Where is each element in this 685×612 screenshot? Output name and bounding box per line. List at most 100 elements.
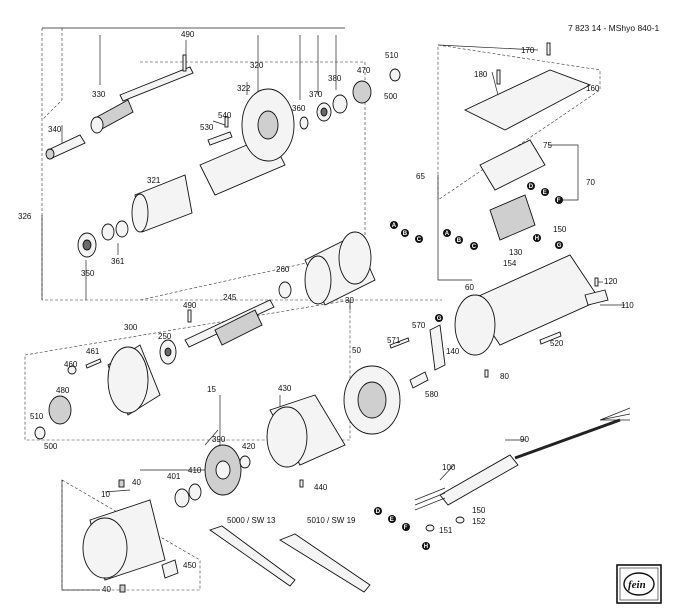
part-label: 80 xyxy=(500,372,509,381)
part-label: 90 xyxy=(520,435,529,444)
marker-D: D xyxy=(374,507,382,515)
marker-G: G xyxy=(555,241,563,249)
switch-75 xyxy=(479,139,546,191)
svg-text:C: C xyxy=(417,237,422,243)
part-number-labels: 490 330 320 322 360 370 380 470 510 500 … xyxy=(18,30,634,594)
marker-H: H xyxy=(422,542,430,550)
part-label: 330 xyxy=(92,90,106,99)
part-label: 500 xyxy=(44,442,58,451)
svg-text:A: A xyxy=(392,223,397,229)
marker-E: E xyxy=(388,515,396,523)
part-label: 30 xyxy=(345,296,354,305)
handle-assembly xyxy=(389,42,609,389)
fein-logo: fein xyxy=(616,564,662,604)
leader-lines xyxy=(41,27,625,591)
wrench-sw19 xyxy=(279,533,371,593)
part-label: 380 xyxy=(328,74,342,83)
part-label: 152 xyxy=(472,517,486,526)
svg-text:F: F xyxy=(404,525,408,531)
motor-assembly xyxy=(34,231,376,440)
part-label: 154 xyxy=(503,259,517,268)
part-label: 130 xyxy=(509,248,523,257)
svg-text:F: F xyxy=(557,198,561,204)
svg-text:G: G xyxy=(557,243,562,249)
switch-block-70 xyxy=(489,194,536,241)
part-label: 326 xyxy=(18,212,32,221)
part-label: 370 xyxy=(309,90,323,99)
marker-F: F xyxy=(555,196,563,204)
marker-A: A xyxy=(443,229,451,237)
part-label: 570 xyxy=(412,321,426,330)
part-label: 65 xyxy=(416,172,425,181)
part-label: 260 xyxy=(276,265,290,274)
armature xyxy=(214,309,263,346)
wrench-sw13 xyxy=(209,525,296,587)
part-label: 410 xyxy=(188,466,202,475)
cable-assembly xyxy=(414,407,631,532)
part-label: 490 xyxy=(181,30,195,39)
part-label: 490 xyxy=(183,301,197,310)
pinion-gear-470 xyxy=(352,80,372,104)
part-label: 5010 / SW 19 xyxy=(307,516,356,525)
part-label: 321 xyxy=(147,176,161,185)
part-label: 5000 / SW 13 xyxy=(227,516,276,525)
svg-text:E: E xyxy=(543,190,547,196)
marker-A: A xyxy=(390,221,398,229)
svg-text:C: C xyxy=(472,244,477,250)
connection-markers: A B C A B C D E F H G G D E F H xyxy=(374,182,563,550)
part-label: 401 xyxy=(167,472,181,481)
part-label: 10 xyxy=(101,490,110,499)
part-label: 571 xyxy=(387,336,401,345)
part-label: 420 xyxy=(242,442,256,451)
marker-C: C xyxy=(415,235,423,243)
spindle-assembly xyxy=(45,54,401,258)
part-label: 70 xyxy=(586,178,595,187)
marker-B: B xyxy=(401,229,409,237)
part-label: 300 xyxy=(124,323,138,332)
marker-C: C xyxy=(470,242,478,250)
part-label: 390 xyxy=(212,435,226,444)
part-label: 470 xyxy=(357,66,371,75)
svg-text:D: D xyxy=(376,509,381,515)
marker-E: E xyxy=(541,188,549,196)
part-label: 500 xyxy=(384,92,398,101)
collet-nut xyxy=(90,116,104,134)
part-label: 510 xyxy=(30,412,44,421)
pinion-480 xyxy=(48,395,72,425)
part-label: 170 xyxy=(521,46,535,55)
part-label: 40 xyxy=(102,585,111,594)
marker-D: D xyxy=(527,182,535,190)
part-label: 320 xyxy=(250,61,264,70)
part-label: 110 xyxy=(621,301,634,310)
svg-text:A: A xyxy=(445,231,450,237)
part-label: 150 xyxy=(472,506,486,515)
part-label: 340 xyxy=(48,125,62,134)
part-label: 530 xyxy=(200,123,214,132)
part-label: 120 xyxy=(604,277,618,286)
part-label: 15 xyxy=(207,385,216,394)
part-label: 440 xyxy=(314,483,328,492)
part-label: 75 xyxy=(543,141,552,150)
svg-text:fein: fein xyxy=(628,579,646,591)
svg-text:B: B xyxy=(457,238,462,244)
cable-grommet-100 xyxy=(439,454,519,506)
part-label: 510 xyxy=(385,51,399,60)
part-label: 140 xyxy=(446,347,460,356)
part-label: 60 xyxy=(465,283,474,292)
part-label: 520 xyxy=(550,339,564,348)
svg-text:D: D xyxy=(529,184,534,190)
part-label: 151 xyxy=(439,526,453,535)
svg-text:G: G xyxy=(437,316,442,322)
part-label: 160 xyxy=(586,84,600,93)
wrenches xyxy=(209,525,371,593)
gear-housing xyxy=(82,365,401,593)
svg-text:B: B xyxy=(403,231,408,237)
marker-G: G xyxy=(435,314,443,322)
part-label: 250 xyxy=(158,332,172,341)
part-label: 460 xyxy=(64,360,78,369)
part-label: 150 xyxy=(553,225,567,234)
part-label: 360 xyxy=(292,104,306,113)
handle-cover-160 xyxy=(463,69,592,131)
part-label: 350 xyxy=(81,269,95,278)
